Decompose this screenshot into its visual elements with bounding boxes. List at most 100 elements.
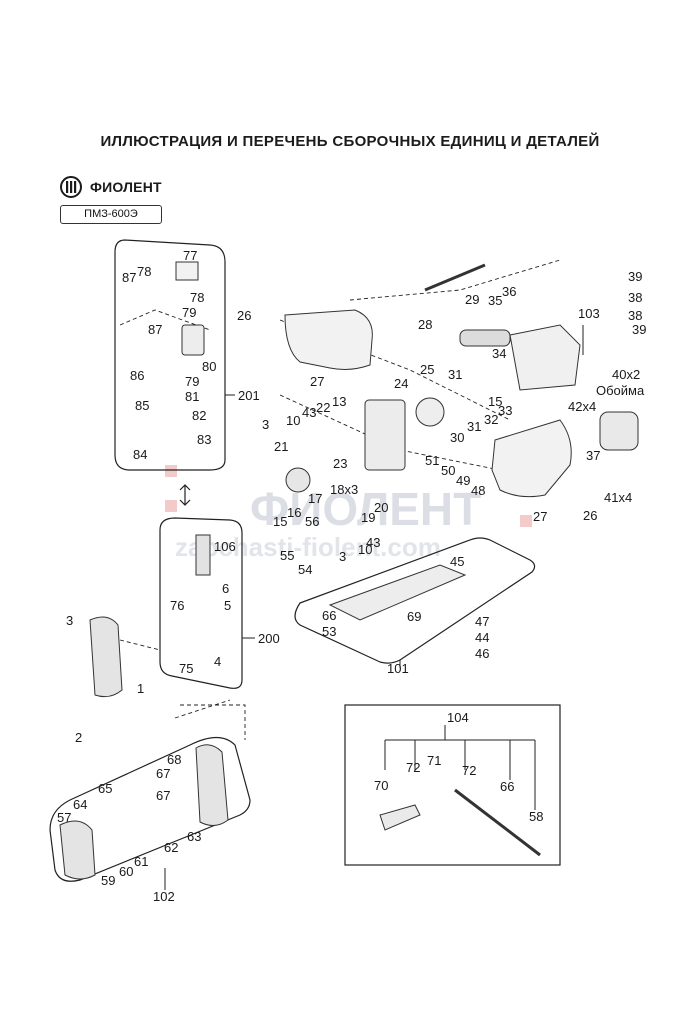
model-label: ПМЗ-600Э	[60, 205, 162, 224]
part-label: 37	[586, 448, 600, 463]
part-label: 87	[122, 270, 136, 285]
leader-lines	[164, 325, 584, 890]
part-label: 22	[316, 400, 330, 415]
assembly-label: 104	[447, 710, 469, 725]
part-label: 23	[333, 456, 347, 471]
part-label: 15	[488, 394, 502, 409]
part-label: 65	[98, 781, 112, 796]
housing-left-part	[284, 309, 373, 370]
part-label: 45	[450, 554, 464, 569]
part-label: 2	[75, 730, 82, 745]
part-label: 31	[448, 367, 462, 382]
brand-name: ФИОЛЕНТ	[90, 179, 162, 195]
part-label: 85	[135, 398, 149, 413]
part-label: 35	[488, 293, 502, 308]
part-label: 72	[406, 760, 420, 775]
part-label: 3	[262, 417, 269, 432]
part-label: 5	[224, 598, 231, 613]
part-label: 78	[137, 264, 151, 279]
page-title: ИЛЛЮСТРАЦИЯ И ПЕРЕЧЕНЬ СБОРОЧНЫХ ЕДИНИЦ …	[100, 133, 600, 150]
assembly-label: 102	[153, 889, 175, 904]
part-label: 58	[529, 809, 543, 824]
part-label: 27	[310, 374, 324, 389]
part-label: Обойма	[596, 383, 645, 398]
group-200-outline	[159, 517, 243, 689]
part-label: 61	[134, 854, 148, 869]
part-label: 64	[73, 797, 87, 812]
part-label: 49	[456, 473, 470, 488]
part-label: 76	[170, 598, 184, 613]
part-label: 83	[197, 432, 211, 447]
motor-housing-part	[509, 324, 581, 391]
base-plate-part	[328, 564, 467, 621]
part-label: 55	[280, 548, 294, 563]
part-label: 44	[475, 630, 489, 645]
part-label: 27	[533, 509, 547, 524]
group-101-outline	[294, 537, 536, 664]
watermark-sub: zapchasti-fiolent.com	[175, 532, 441, 562]
plate-part	[175, 261, 199, 281]
part-label: 15	[273, 514, 287, 529]
fan-part	[285, 467, 311, 493]
part-label: 33	[498, 403, 512, 418]
assembly-label: 201	[238, 388, 260, 403]
part-label: 3	[66, 613, 73, 628]
part-label: 84	[133, 447, 147, 462]
part-label: 10	[358, 542, 372, 557]
armature-part	[459, 329, 511, 347]
part-label: 79	[185, 374, 199, 389]
component-sketches	[59, 261, 639, 880]
brand-logo: ФИОЛЕНТ	[60, 176, 162, 198]
switch-module-part	[181, 324, 205, 356]
group-104-outline	[344, 704, 561, 866]
part-label: 106	[214, 539, 236, 554]
part-label: 10	[286, 413, 300, 428]
part-label: 82	[192, 408, 206, 423]
part-label: 13	[332, 394, 346, 409]
connector-lines	[119, 259, 561, 740]
part-label: 17	[308, 491, 322, 506]
part-labels: 87 78 77 78 79 87 80 86 79 81 85 82 83 8…	[57, 248, 646, 904]
part-label: 67	[156, 766, 170, 781]
rod-part	[454, 788, 541, 857]
part-label: 86	[130, 368, 144, 383]
part-label: 36	[502, 284, 516, 299]
group-outlines	[49, 239, 561, 882]
part-label: 40x2	[612, 367, 640, 382]
part-label: 18x3	[330, 482, 358, 497]
part-label: 63	[187, 829, 201, 844]
brush-unit-part	[195, 534, 211, 576]
part-label: 1	[137, 681, 144, 696]
part-label: 28	[418, 317, 432, 332]
part-label: 39	[628, 269, 642, 284]
assembly-label: 200	[258, 631, 280, 646]
part-label: 20	[374, 500, 388, 515]
part-label: 80	[202, 359, 216, 374]
part-label: 67	[156, 788, 170, 803]
assembly-label: 101	[387, 661, 409, 676]
watermark-main: ФИОЛЕНТ	[250, 483, 481, 535]
part-label: 56	[305, 514, 319, 529]
part-label: 47	[475, 614, 489, 629]
gear-assembly-part	[364, 399, 406, 471]
part-label: 24	[394, 376, 408, 391]
part-label: 78	[190, 290, 204, 305]
part-label: 68	[167, 752, 181, 767]
stator-part	[599, 411, 639, 451]
part-label: 43	[302, 405, 316, 420]
part-label: 75	[179, 661, 193, 676]
part-label: 72	[462, 763, 476, 778]
front-cover-part	[59, 820, 96, 880]
part-label: 46	[475, 646, 489, 661]
handle-cover-part	[89, 616, 123, 698]
part-label: 48	[471, 483, 485, 498]
part-label: 66	[500, 779, 514, 794]
part-label: 59	[101, 873, 115, 888]
part-label: 79	[182, 305, 196, 320]
part-label: 50	[441, 463, 455, 478]
part-label: 29	[465, 292, 479, 307]
part-label: 19	[361, 510, 375, 525]
part-label: 41x4	[604, 490, 632, 505]
part-label: 30	[450, 430, 464, 445]
